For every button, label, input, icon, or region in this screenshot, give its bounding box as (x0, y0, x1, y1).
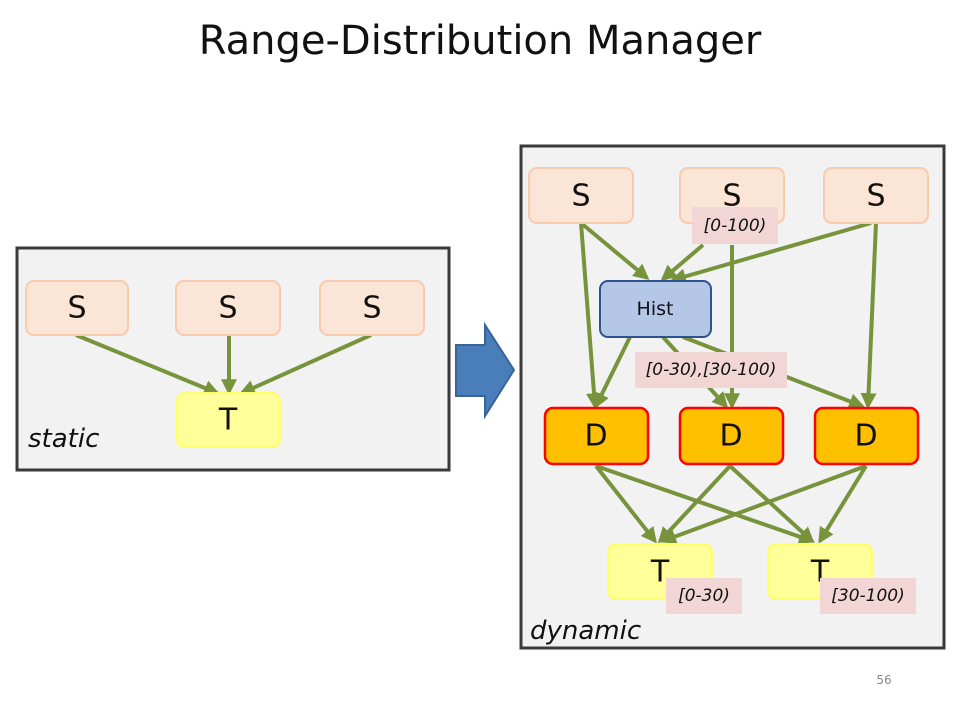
static-edges (75, 333, 372, 396)
range-label-source: [0-100) (692, 207, 778, 244)
range-label-source-text: [0-100) (704, 216, 767, 236)
static-source-3: S (319, 280, 425, 336)
static-source-3-label: S (362, 291, 381, 326)
edge-hist-d1 (594, 336, 632, 409)
static-source-2: S (175, 280, 281, 336)
static-edge-s1-t (75, 333, 220, 396)
page-number: 56 (876, 673, 891, 687)
distributor-1: D (543, 406, 650, 466)
static-edge-s3-t (239, 333, 372, 396)
range-label-target-right-text: [30-100) (831, 586, 904, 606)
hist-node: Hist (599, 280, 712, 338)
static-panel: S S S T static (15, 246, 451, 472)
hist-label: Hist (637, 298, 674, 320)
transition-arrow-icon (455, 321, 516, 420)
static-target: T (176, 392, 281, 448)
dynamic-source-1-label: S (571, 179, 590, 214)
distributor-1-label: D (584, 419, 607, 454)
dynamic-target-1-label: T (650, 555, 670, 590)
range-label-split-text: [0-30),[30-100) (646, 360, 777, 380)
edge-s1-hist (579, 221, 650, 281)
range-label-split: [0-30),[30-100) (635, 352, 787, 388)
static-source-2-label: S (218, 291, 237, 326)
distributor-2-label: D (719, 419, 742, 454)
dynamic-source-3-label: S (866, 179, 885, 214)
dynamic-source-3: S (823, 167, 929, 224)
static-source-1-label: S (67, 291, 86, 326)
static-target-label: T (218, 403, 238, 438)
slide-title: Range-Distribution Manager (198, 18, 762, 64)
edge-d3-t1 (659, 464, 867, 545)
dynamic-caption: dynamic (530, 616, 641, 646)
distributor-2: D (678, 406, 785, 466)
range-label-target-left: [0-30) (666, 578, 742, 614)
dynamic-edges (579, 221, 878, 545)
distributor-3-label: D (854, 419, 877, 454)
edge-d2-t2 (728, 464, 815, 544)
dynamic-panel: S S S Hist D D D T (519, 144, 946, 650)
edge-s1-d1 (579, 222, 603, 410)
range-label-target-left-text: [0-30) (678, 586, 730, 606)
edge-d1-t1 (594, 464, 657, 544)
dynamic-source-2-label: S (722, 179, 741, 214)
range-label-target-right: [30-100) (820, 578, 916, 614)
static-caption: static (28, 424, 99, 454)
edge-d3-t2 (818, 464, 868, 544)
edge-s3-d3 (860, 222, 878, 410)
edge-d1-t2 (595, 464, 816, 545)
edge-s3-hist (669, 221, 872, 285)
distributor-3: D (813, 406, 920, 466)
static-source-1: S (25, 280, 129, 336)
edge-d2-t1 (657, 464, 732, 544)
edge-s2-hist (660, 243, 705, 282)
dynamic-source-1: S (528, 167, 634, 224)
